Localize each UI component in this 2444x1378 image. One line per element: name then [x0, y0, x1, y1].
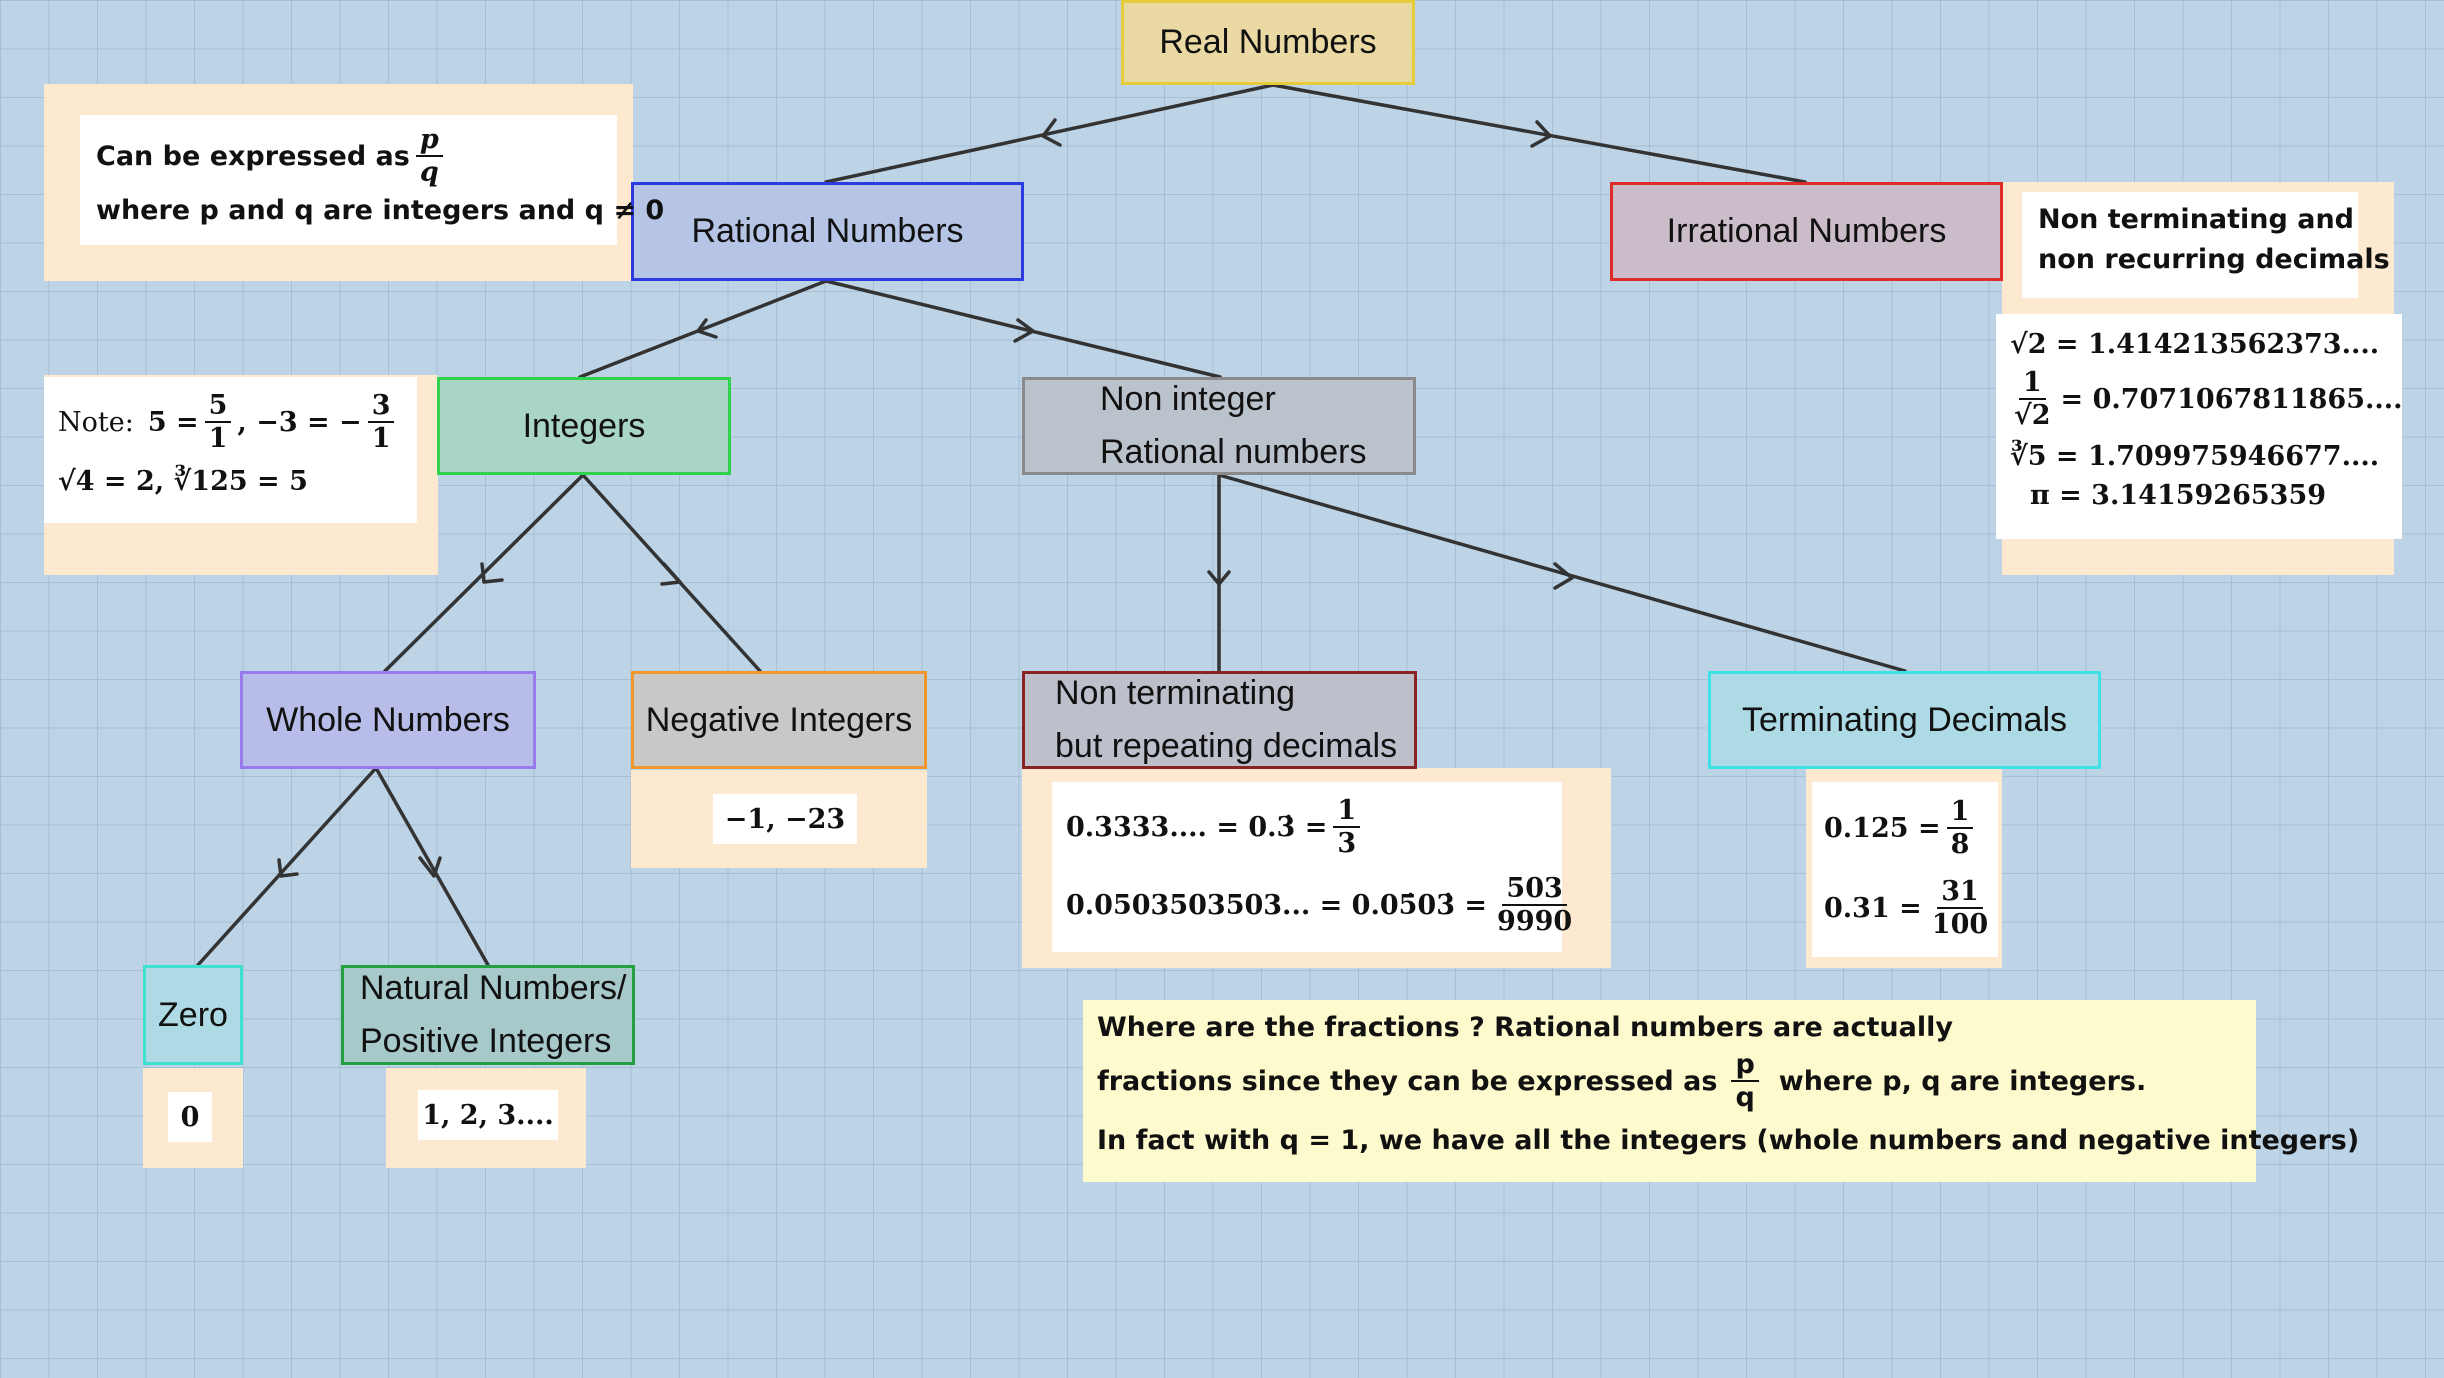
node-whole-numbers[interactable]: Whole Numbers: [240, 671, 536, 769]
rational-definition: Can be expressed as p q where p and q ar…: [80, 115, 664, 245]
definition-text: Can be expressed as: [96, 140, 410, 172]
example-cbrt5: ∛5 = 1.709975946677....: [2010, 440, 2380, 472]
arrowhead: [418, 856, 442, 878]
node-label-line: Non terminating: [1055, 674, 1296, 713]
arrowhead: [1207, 570, 1231, 586]
arrowhead: [1553, 562, 1574, 590]
arrowhead: [277, 858, 299, 878]
node-label: Negative Integers: [645, 700, 913, 739]
arrowhead: [660, 562, 682, 586]
edge-integers-negative: [581, 473, 762, 673]
arrowhead: [696, 318, 718, 339]
edge-whole-natural: [374, 766, 490, 967]
node-rational-numbers[interactable]: Rational Numbers: [631, 182, 1024, 281]
definition-text: Non terminating and: [2038, 204, 2355, 235]
example-repeating-1: 0.3333.... = 0.3̇ = 1 3: [1066, 788, 1548, 866]
terminating-examples: 0.125 = 1 8 0.31 = 31 100: [1812, 782, 1998, 957]
node-zero[interactable]: Zero: [143, 965, 243, 1065]
node-real-numbers[interactable]: Real Numbers: [1121, 0, 1415, 85]
arrowhead: [1530, 120, 1552, 148]
definition-text: non recurring decimals: [2038, 244, 2390, 275]
node-label-line: Natural Numbers/: [360, 969, 627, 1008]
edge-rational-integers: [578, 279, 828, 379]
node-non-integer-rational[interactable]: Non integer Rational numbers: [1022, 377, 1416, 475]
arrowhead: [1041, 118, 1062, 147]
note-label: Note:: [58, 406, 134, 438]
note-line: fractions since they can be expressed as…: [1097, 1048, 2147, 1113]
zero-example: 0: [168, 1092, 212, 1142]
arrowhead: [480, 562, 504, 584]
example-sqrt2: √2 = 1.414213562373....: [2010, 328, 2380, 360]
irrational-definition: Non terminating and non recurring decima…: [2022, 192, 2390, 298]
integer-note: Note: 5 = 5 1 , −3 = − 3 1 √4 = 2, ∛125 …: [44, 377, 417, 523]
edge-rational-noninteger: [824, 279, 1222, 379]
irrational-examples: √2 = 1.414213562373.... 1 √2 = 0.7071067…: [1996, 314, 2403, 539]
node-terminating-decimals[interactable]: Terminating Decimals: [1708, 671, 2101, 769]
edge-noninteger-terminating: [1217, 473, 1907, 673]
node-label-line: Non integer: [1100, 380, 1276, 419]
example-terminating-2: 0.31 = 31 100: [1824, 875, 1989, 940]
node-label-line: but repeating decimals: [1055, 727, 1398, 765]
arrowhead: [1013, 318, 1035, 343]
node-label: Zero: [158, 995, 228, 1034]
example-repeating-2: 0.0503503503... = 0.05̇03̇ = 503 9990: [1066, 872, 1573, 937]
fraction-p-over-q: p q: [415, 124, 443, 188]
node-label: Whole Numbers: [266, 700, 510, 739]
edge-real-irrational: [1271, 83, 1807, 184]
node-label-line: Rational numbers: [1100, 433, 1367, 471]
edge-whole-zero: [196, 766, 378, 967]
node-label: Terminating Decimals: [1742, 700, 2067, 739]
node-label: Integers: [522, 406, 646, 445]
node-irrational-numbers[interactable]: Irrational Numbers: [1610, 182, 2003, 281]
edge-real-rational: [824, 83, 1275, 184]
repeating-examples: 0.3333.... = 0.3̇ = 1 3 0.0503503503... …: [1052, 782, 1573, 952]
node-label: Real Numbers: [1159, 23, 1377, 62]
node-label-line: Positive Integers: [360, 1022, 612, 1060]
node-integers[interactable]: Integers: [437, 377, 731, 475]
note-line: In fact with q = 1, we have all the inte…: [1097, 1124, 2360, 1156]
example-terminating-1: 0.125 = 1 8: [1824, 788, 1986, 868]
node-natural-numbers[interactable]: Natural Numbers/ Positive Integers: [341, 965, 635, 1065]
fractions-note: Where are the fractions ? Rational numbe…: [1083, 1000, 2360, 1182]
node-non-terminating-repeating[interactable]: Non terminating but repeating decimals: [1022, 671, 1417, 769]
natural-examples: 1, 2, 3....: [418, 1090, 558, 1140]
node-label: Rational Numbers: [691, 212, 964, 251]
node-negative-integers[interactable]: Negative Integers: [631, 671, 927, 769]
note-line: Where are the fractions ? Rational numbe…: [1097, 1011, 1953, 1043]
definition-text: where p and q are integers and q ≠ 0: [96, 194, 665, 226]
example-inverse-sqrt2: 1 √2 = 0.7071067811865....: [2014, 366, 2403, 431]
negative-examples: −1, −23: [713, 794, 857, 844]
node-label: Irrational Numbers: [1666, 212, 1947, 251]
example-pi: π = 3.14159265359: [2030, 479, 2327, 511]
